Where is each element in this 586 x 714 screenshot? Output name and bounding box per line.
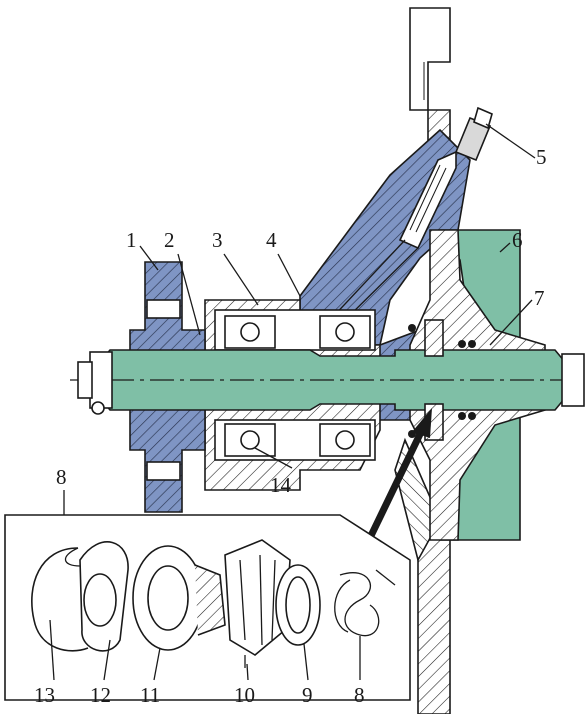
label-6: 6 xyxy=(512,228,523,252)
retaining-ring xyxy=(31,547,89,652)
front-bearing-bottom xyxy=(224,423,276,457)
seal-washer xyxy=(79,541,129,652)
label-9: 9 xyxy=(302,683,313,707)
callout-arrow xyxy=(364,408,432,544)
label-13: 13 xyxy=(34,683,55,707)
label-10: 10 xyxy=(234,683,255,707)
leader-lines xyxy=(49,123,536,681)
label-3: 3 xyxy=(212,228,223,252)
label-1: 1 xyxy=(126,228,137,252)
label-12: 12 xyxy=(90,683,111,707)
label-8-top: 8 xyxy=(56,465,67,489)
label-11: 11 xyxy=(140,683,160,707)
seal-bushing xyxy=(275,564,321,646)
label-8-bottom: 8 xyxy=(354,683,365,707)
front-nut xyxy=(77,351,113,415)
seal-assembly xyxy=(408,319,476,441)
rear-bearing-bottom xyxy=(319,423,371,457)
rear-nut xyxy=(561,353,585,407)
rear-bearing-top xyxy=(319,315,371,349)
label-4: 4 xyxy=(266,228,277,252)
pump-shaft xyxy=(70,349,586,411)
seal-cup xyxy=(132,545,226,651)
label-2: 2 xyxy=(164,228,175,252)
front-bearing-top xyxy=(224,315,276,349)
seal-spring xyxy=(334,569,396,637)
label-14: 14 xyxy=(270,473,292,497)
label-7: 7 xyxy=(534,286,545,310)
label-5: 5 xyxy=(536,145,547,169)
